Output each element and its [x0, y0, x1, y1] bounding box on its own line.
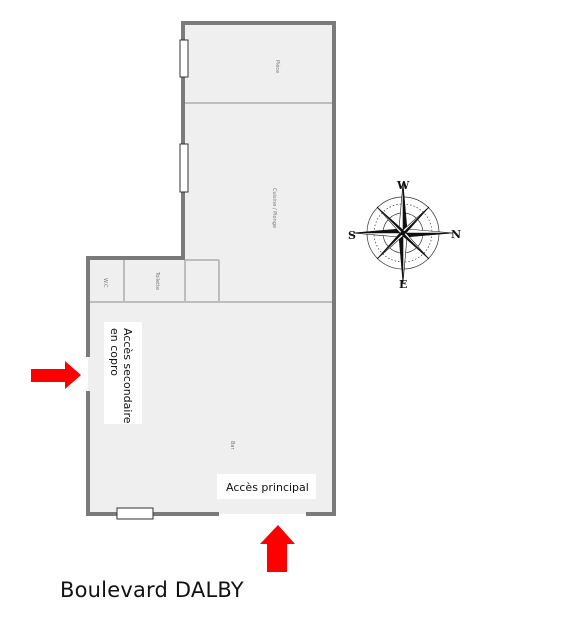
compass-south: S: [348, 229, 356, 242]
arrow-main: [260, 525, 295, 572]
compass-east: E: [399, 278, 407, 291]
room-label-cuisine: Cuisine / Plonge: [271, 188, 277, 228]
window-bottom: [116, 507, 154, 520]
compass-north: N: [451, 228, 461, 241]
arrow-secondary: [31, 361, 81, 389]
room-label-toilette: Toilette: [154, 271, 160, 290]
outer-walls: [86, 21, 336, 516]
acces-secondaire-label: Accès secondaire en copro: [108, 328, 134, 427]
compass-rose: N S E W: [348, 179, 461, 291]
street-name: Boulevard DALBY: [60, 578, 244, 602]
window-middle: [179, 143, 189, 193]
floor-area: [88, 23, 334, 514]
room-label-bar: Bar: [229, 441, 235, 450]
room-label-wc: W.C: [102, 278, 108, 288]
acces-principal-box: [217, 474, 316, 499]
window-top: [179, 39, 189, 78]
room-label-piece: Pièce: [274, 60, 281, 73]
inner-walls: [90, 102, 332, 303]
acces-principal-label: Accès principal: [226, 481, 309, 494]
compass-west: W: [396, 179, 410, 192]
acces-secondaire-line2: en copro: [108, 328, 121, 376]
acces-secondaire-line1: Accès secondaire: [121, 328, 134, 424]
acces-secondaire-box: [104, 322, 142, 424]
